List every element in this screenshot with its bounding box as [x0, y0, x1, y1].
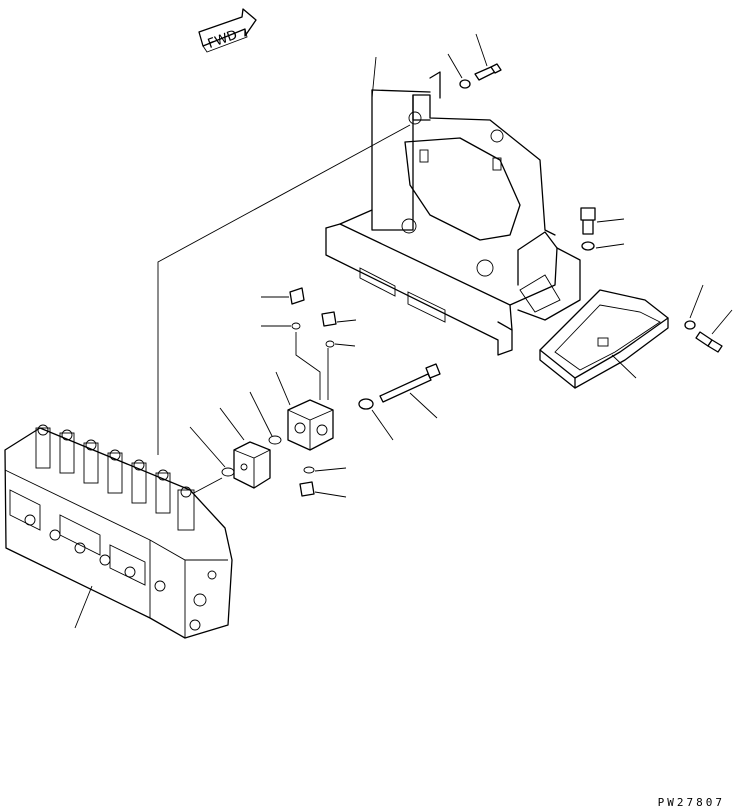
valve-cover — [539, 289, 669, 389]
bolt-icon — [695, 309, 733, 353]
washer-icon — [581, 241, 625, 251]
fwd-arrow-icon: FWD — [198, 8, 257, 53]
o-ring-icon — [249, 391, 282, 445]
fwd-label: FWD — [206, 28, 240, 52]
o-ring-icon — [261, 322, 321, 400]
pilot-valve-block — [275, 371, 334, 451]
bolt-icon — [261, 287, 305, 305]
bolt-icon — [580, 207, 625, 235]
bolt-icon — [379, 363, 441, 419]
washer-icon — [684, 284, 704, 330]
control-valve — [4, 424, 233, 639]
mounting-bracket — [325, 71, 581, 356]
leader-line — [157, 124, 411, 455]
washer-icon — [358, 398, 394, 441]
bolt-icon — [474, 33, 502, 81]
o-ring-icon — [189, 426, 235, 477]
bolt-icon — [299, 481, 347, 498]
o-ring-icon — [303, 466, 347, 474]
spacer-block — [219, 407, 271, 489]
leader-line — [371, 56, 377, 99]
o-ring-icon — [325, 340, 356, 400]
leader-line — [189, 477, 223, 496]
washer-icon — [447, 53, 471, 89]
drawing-code: PW27807 — [658, 796, 725, 809]
bolt-icon — [321, 311, 357, 327]
